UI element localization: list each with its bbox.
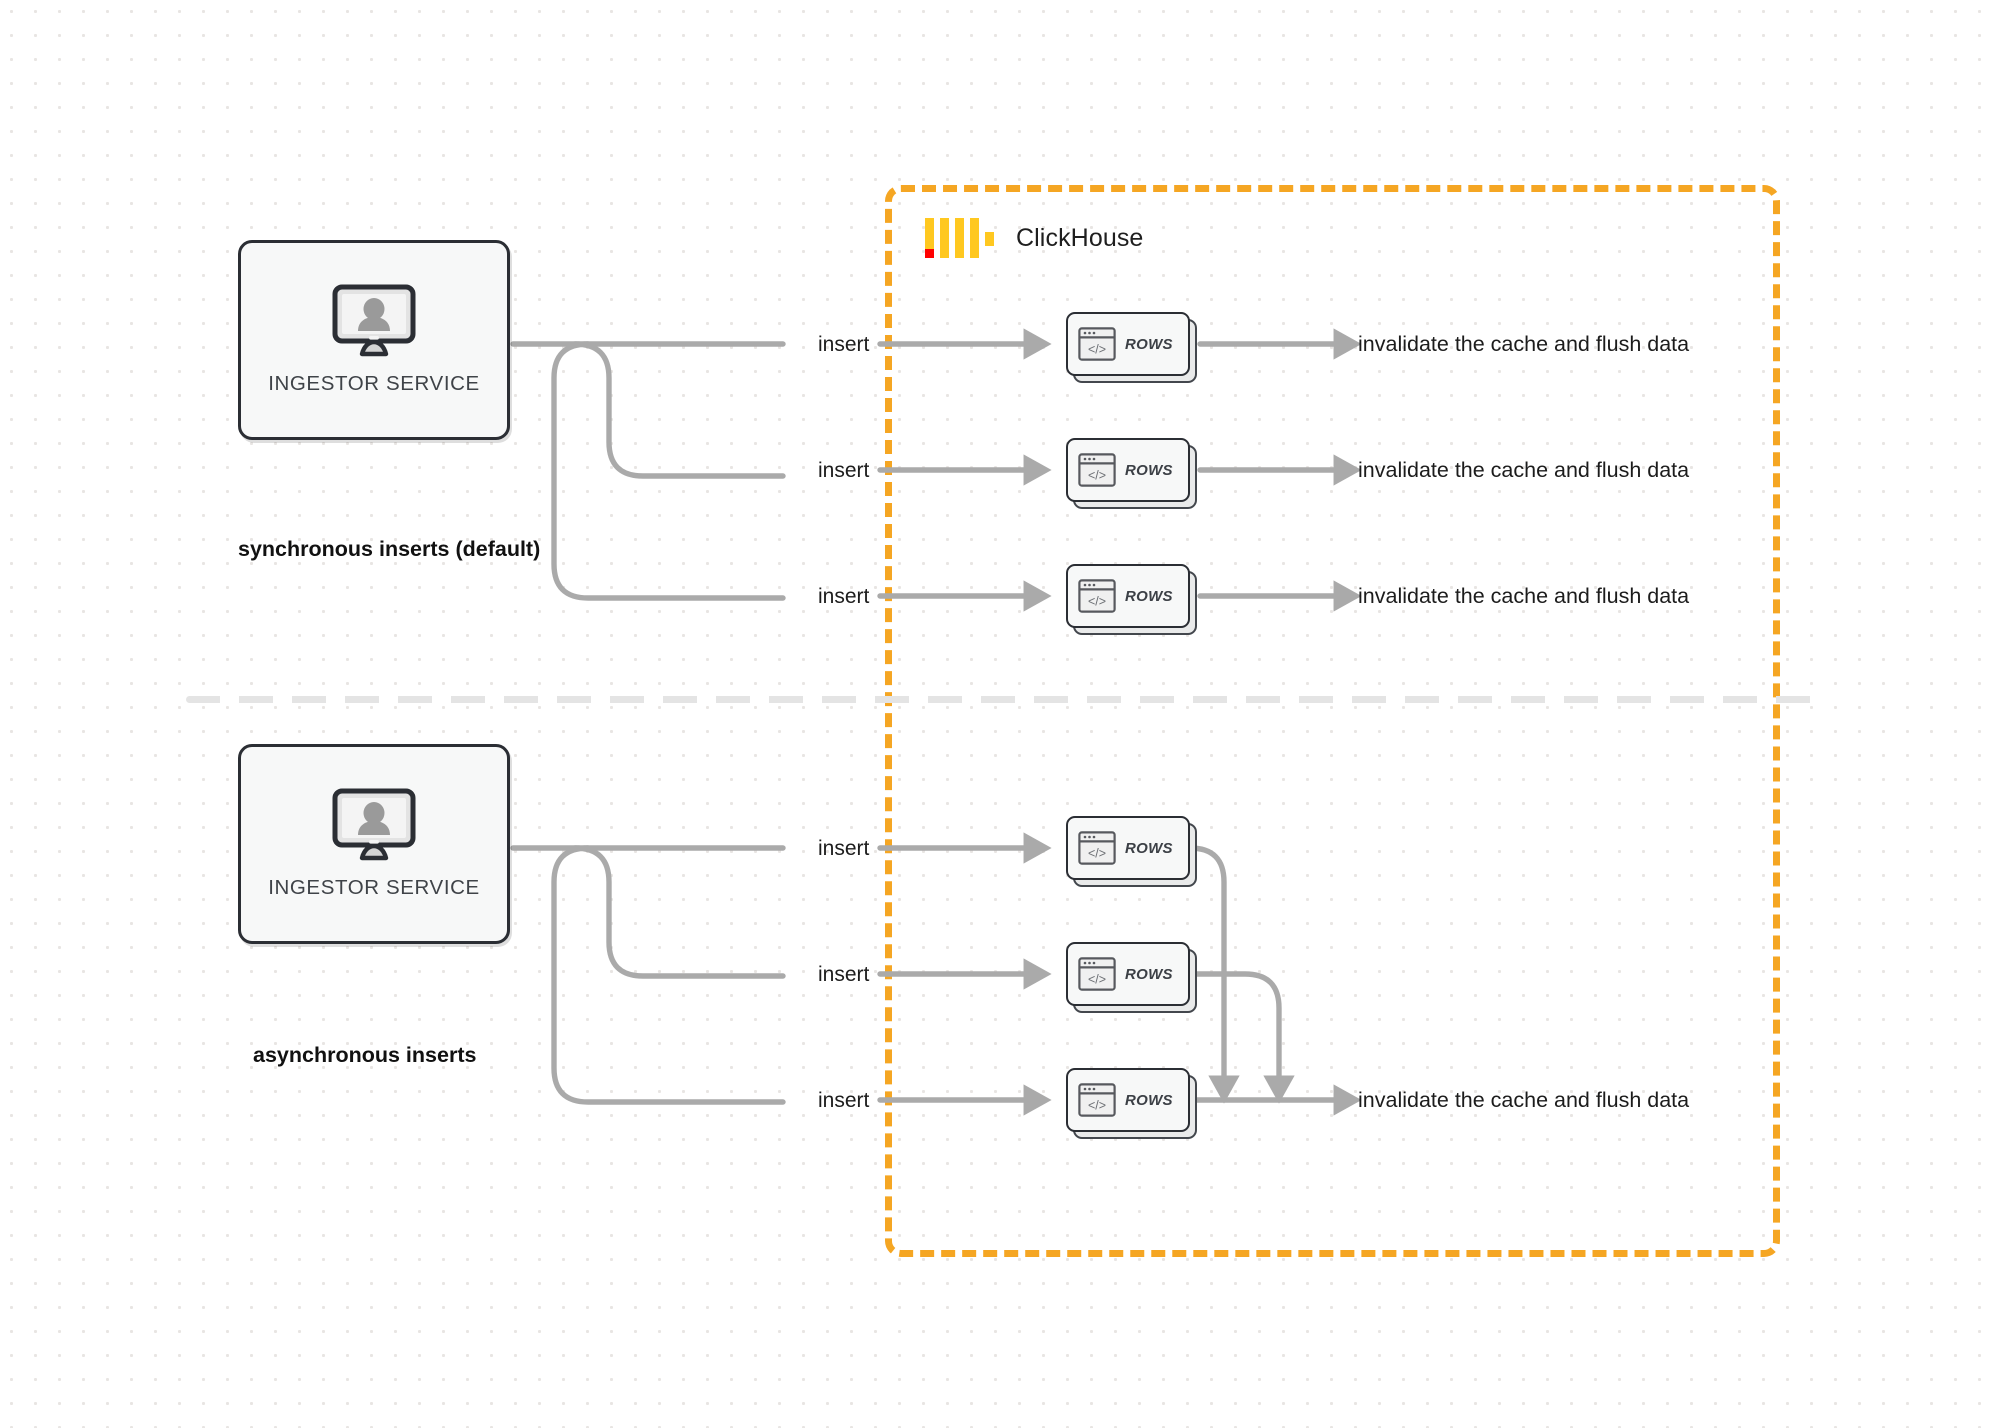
rows-node-card[interactable]: </> ROWS [1066,312,1190,376]
code-window-icon: </> [1078,453,1116,487]
section-divider [186,696,1820,703]
rows-node-card[interactable]: </> ROWS [1066,564,1190,628]
code-window-icon: </> [1078,327,1116,361]
svg-text:</>: </> [1088,847,1106,861]
clickhouse-title: ClickHouse [1016,223,1144,252]
clickhouse-boundary [885,185,1780,1257]
rows-node-card[interactable]: </> ROWS [1066,816,1190,880]
flush-label-sync-3: invalidate the cache and flush data [1358,584,1690,608]
insert-label-sync-3: insert [818,585,870,608]
svg-text:</>: </> [1088,343,1106,357]
rows-node-async-1[interactable]: </> ROWS [1066,816,1197,887]
code-window-icon: </> [1078,957,1116,991]
flush-label-async-1: invalidate the cache and flush data [1358,1088,1690,1112]
code-window-icon: </> [1078,1083,1116,1117]
edge-sync-branch-3 [551,341,786,601]
rows-node-sync-3[interactable]: </> ROWS [1066,564,1197,635]
rows-node-label: ROWS [1125,461,1173,479]
edge-sync-branch-2 [572,341,786,479]
ingestor-service-sync[interactable]: INGESTOR SERVICE [238,240,510,440]
code-window-icon: </> [1078,579,1116,613]
rows-node-card[interactable]: </> ROWS [1066,438,1190,502]
insert-label-async-2: insert [818,963,870,986]
monitor-user-icon [332,788,416,861]
svg-text:</>: </> [1088,1099,1106,1113]
flush-label-sync-2: invalidate the cache and flush data [1358,458,1690,482]
rows-node-label: ROWS [1125,587,1173,605]
monitor-user-icon [332,284,416,357]
insert-label-sync-1: insert [818,333,870,356]
ingestor-service-label: INGESTOR SERVICE [268,876,480,899]
code-window-icon: </> [1078,831,1116,865]
rows-node-async-2[interactable]: </> ROWS [1066,942,1197,1013]
edge-async-branch-3 [551,845,786,1105]
rows-node-sync-2[interactable]: </> ROWS [1066,438,1197,509]
rows-node-card[interactable]: </> ROWS [1066,1068,1190,1132]
section-caption-sync: synchronous inserts (default) [238,537,541,561]
insert-label-async-3: insert [818,1089,870,1112]
rows-node-card[interactable]: </> ROWS [1066,942,1190,1006]
section-caption-async: asynchronous inserts [253,1043,477,1067]
svg-text:</>: </> [1088,973,1106,987]
svg-text:</>: </> [1088,595,1106,609]
flush-label-sync-1: invalidate the cache and flush data [1358,332,1690,356]
rows-node-label: ROWS [1125,965,1173,983]
rows-node-label: ROWS [1125,335,1173,353]
insert-label-async-1: insert [818,837,870,860]
rows-node-label: ROWS [1125,1091,1173,1109]
clickhouse-header: ClickHouse [925,218,1143,258]
rows-node-async-3[interactable]: </> ROWS [1066,1068,1197,1139]
insert-label-sync-2: insert [818,459,870,482]
rows-node-label: ROWS [1125,839,1173,857]
svg-text:</>: </> [1088,469,1106,483]
clickhouse-logo [925,218,994,258]
edge-async-branch-2 [572,845,786,979]
rows-node-sync-1[interactable]: </> ROWS [1066,312,1197,383]
ingestor-service-async[interactable]: INGESTOR SERVICE [238,744,510,944]
ingestor-service-label: INGESTOR SERVICE [268,372,480,395]
